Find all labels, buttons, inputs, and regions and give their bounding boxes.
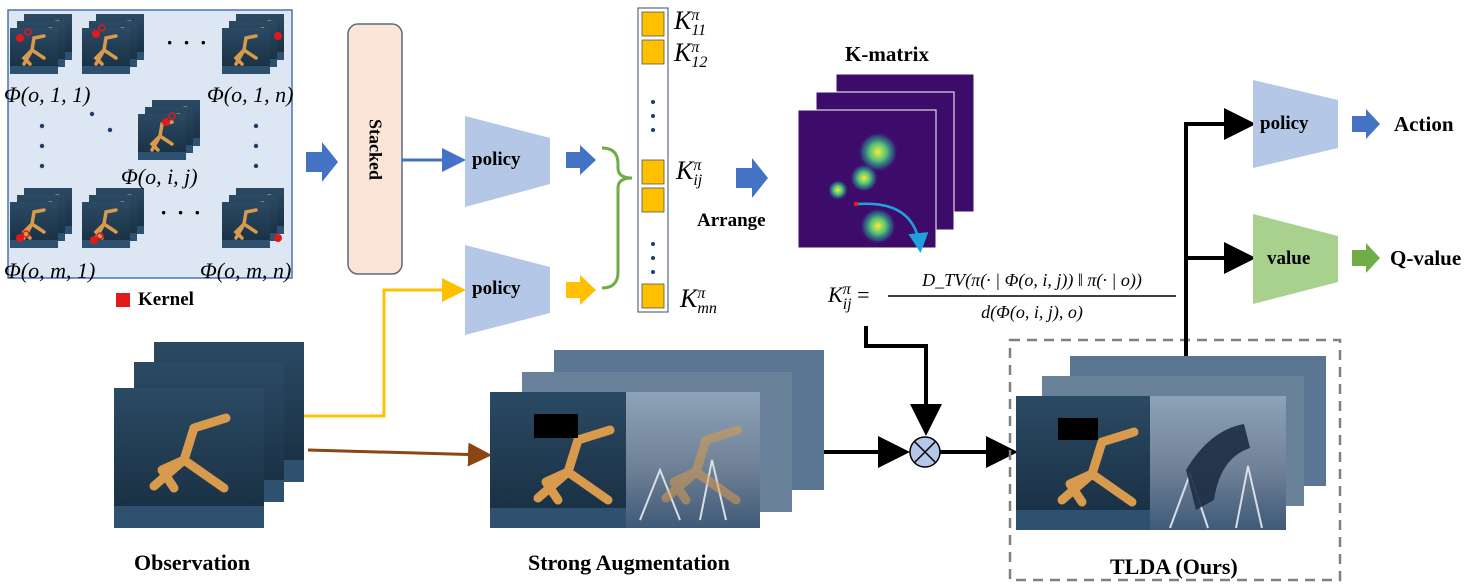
frame-stack-i-j: [136, 98, 202, 162]
policy-block-right: [1253, 80, 1338, 168]
label-phi-o-m-n: Φ(o, m, n): [200, 258, 292, 283]
perturbation-grid: [7, 9, 293, 279]
label-phi-o-m-1: Φ(o, m, 1): [4, 258, 96, 283]
label-phi-o-i-j: Φ(o, i, j): [121, 164, 198, 189]
observation-to-policy-arrow: [304, 278, 466, 418]
k-matrix-title: K-matrix: [845, 42, 929, 66]
observation-stack: [114, 342, 304, 528]
frame-stack-1-n: [220, 12, 286, 76]
policy-label-bottom: policy: [472, 278, 521, 299]
formula-numerator: D_TV(π(· | Φ(o, i, j)) ‖ π(· | o)): [922, 270, 1142, 290]
observation-caption: Observation: [134, 550, 251, 575]
strong-augmentation-caption: Strong Augmentation: [528, 550, 730, 575]
tlda-caption: TLDA (Ours): [1110, 554, 1238, 579]
augmentation-stack: [490, 350, 824, 528]
block-arrow-2-icon: [566, 145, 596, 175]
tlda-stack: [1016, 356, 1326, 530]
frame-stack-1-2: [80, 12, 146, 76]
frame-stack-1-1: [8, 12, 74, 76]
policy-block-bottom: [465, 245, 550, 335]
multiply-icon: [909, 436, 941, 468]
merge-brace: [601, 146, 633, 290]
grid-ellipsis-bottom: · · ·: [160, 200, 204, 225]
frame-stack-m-n: [220, 186, 286, 250]
label-phi-o-1-1: Φ(o, 1, 1): [4, 82, 91, 107]
value-block: [1253, 214, 1338, 304]
q-value-arrow-icon: [1352, 243, 1380, 273]
kernel-label: Kernel: [138, 289, 194, 310]
block-arrow-yellow-icon: [566, 275, 596, 305]
frame-stack-m-1: [8, 186, 74, 250]
k-to-multiply-arrow: [864, 326, 942, 436]
tlda-dashed-box: [1008, 338, 1342, 582]
k-vector-column: [637, 7, 669, 313]
value-label: value: [1267, 248, 1311, 269]
stacked-box: [347, 23, 403, 275]
arrange-label: Arrange: [697, 210, 766, 231]
cyan-pointer-arrow: [857, 202, 929, 253]
observation-to-augmentation-arrow: [307, 442, 492, 467]
policy-block-top: [465, 116, 550, 207]
action-label: Action: [1394, 112, 1454, 136]
policy-label-top: policy: [472, 149, 521, 170]
block-arrow-1-icon: [306, 142, 338, 182]
policy-label-right: policy: [1260, 113, 1309, 134]
stacked-label: Stacked: [365, 118, 386, 180]
k-matrix-heatmaps: [797, 73, 975, 249]
q-value-label: Q-value: [1390, 246, 1462, 270]
action-arrow-icon: [1352, 109, 1380, 139]
kernel-marker-icon: [116, 293, 130, 307]
grid-ellipsis-top: · · ·: [166, 30, 210, 55]
label-phi-o-1-n: Φ(o, 1, n): [207, 82, 294, 107]
tlda-to-policy-arrow: [1184, 108, 1256, 356]
formula-denominator: d(Φ(o, i, j), o): [981, 302, 1083, 322]
grid-ellipsis-dots: [39, 111, 259, 169]
block-arrow-arrange-icon: [736, 158, 768, 198]
frame-stack-m-2: [80, 186, 146, 250]
